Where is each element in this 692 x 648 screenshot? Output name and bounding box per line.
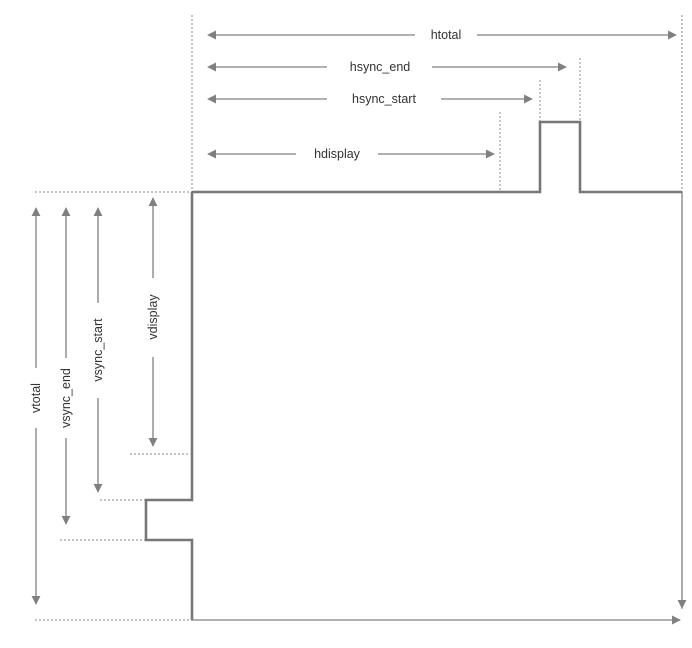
hsync-start-label: hsync_start (352, 92, 416, 106)
horizontal-signal-waveform (192, 120, 682, 194)
vdisplay-label: vdisplay (146, 294, 160, 340)
hsync-end-label: hsync_end (350, 60, 411, 74)
vsync-end-label: vsync_end (59, 368, 73, 428)
vsync-start-label: vsync_start (91, 318, 105, 382)
vertical-signal-waveform (144, 192, 194, 620)
htotal-label: htotal (431, 28, 462, 42)
vtotal-label: vtotal (29, 383, 43, 413)
hdisplay-label: hdisplay (314, 147, 361, 161)
